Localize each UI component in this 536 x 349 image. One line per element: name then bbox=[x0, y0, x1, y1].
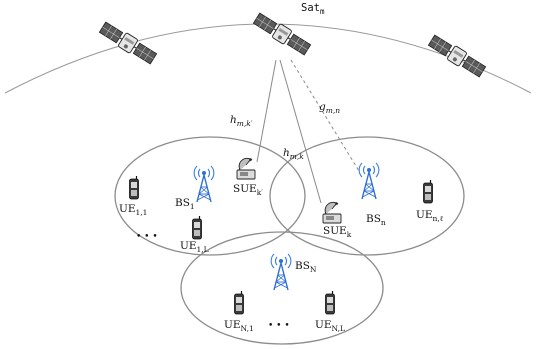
cell-1-more-users-ellipsis: • • • bbox=[136, 232, 158, 242]
ue-1-L-phone-icon bbox=[191, 215, 203, 240]
cell-N-more-users-ellipsis: • • • bbox=[268, 321, 290, 331]
cell-N-boundary bbox=[180, 231, 384, 345]
channel-label-h-mk-prime: hm,k′ bbox=[230, 114, 253, 128]
bs-N-label: BSN bbox=[295, 260, 317, 274]
ue-N-1-label: UEN,1 bbox=[224, 319, 254, 333]
channel-label-h-mk: hm,k bbox=[283, 147, 304, 161]
link-h-mk-prime bbox=[256, 59, 277, 163]
sue-k-prime-label: SUEk′ bbox=[233, 183, 263, 197]
bs-N-tower-icon bbox=[270, 253, 292, 291]
cell-n-boundary bbox=[269, 136, 465, 256]
ue-n-l-label: UEn,ℓ bbox=[416, 209, 444, 223]
ue-1-1-label: UE1,1 bbox=[119, 203, 147, 217]
satellite-m-label: Satm bbox=[301, 2, 325, 16]
cell-1-boundary bbox=[114, 136, 306, 256]
ue-N-L-label: UEN,L bbox=[315, 319, 345, 333]
ue-n-l-phone-icon bbox=[422, 179, 434, 204]
satellite-left-icon bbox=[97, 19, 159, 67]
ue-N-L-phone-icon bbox=[324, 290, 336, 315]
bs-n-label: BSn bbox=[366, 213, 386, 227]
sue-k-label: SUEk bbox=[323, 225, 352, 239]
satellite-right-icon bbox=[426, 32, 488, 80]
ue-1-1-phone-icon bbox=[128, 175, 140, 200]
ue-1-L-label: UE1,L bbox=[180, 240, 209, 254]
ue-N-1-phone-icon bbox=[233, 290, 245, 315]
bs-1-tower-icon bbox=[193, 165, 215, 203]
bs-n-tower-icon bbox=[358, 162, 380, 200]
satellite-m-icon bbox=[251, 10, 313, 58]
link-h-mk bbox=[279, 59, 322, 204]
channel-label-g-mn: gm,n bbox=[319, 101, 340, 115]
link-g-mn-interference bbox=[290, 59, 360, 172]
sue-k-icon bbox=[322, 201, 342, 224]
sue-k-prime-icon bbox=[236, 157, 256, 180]
bs-1-label: BS1 bbox=[175, 197, 195, 211]
